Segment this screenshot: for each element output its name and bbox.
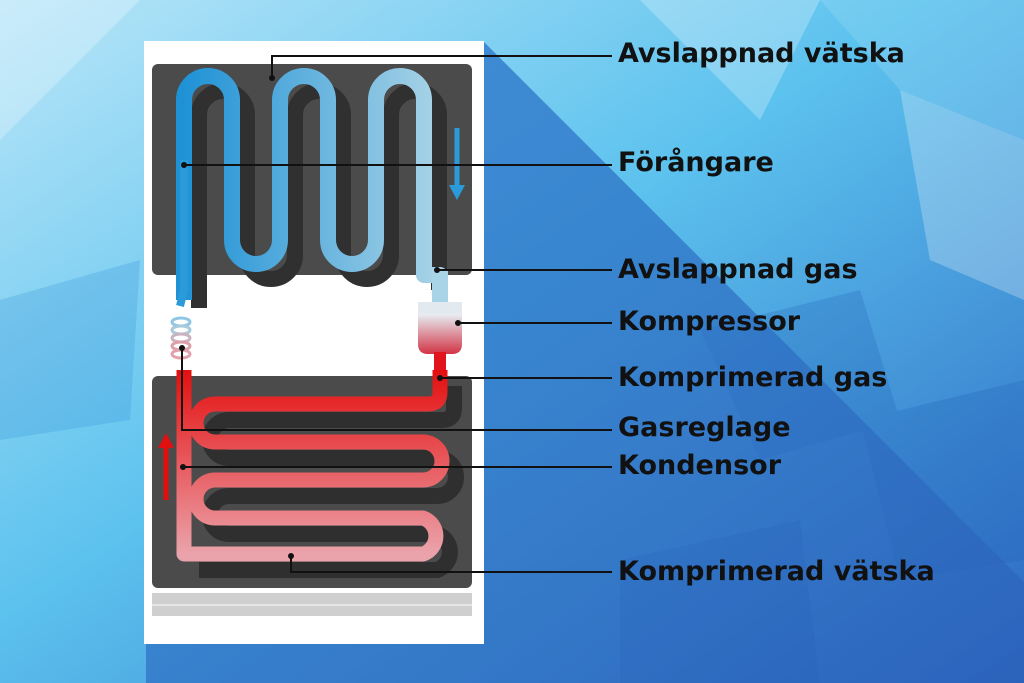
- leader-gasreglage: [181, 348, 612, 431]
- hot-flow-arrowhead-icon: [158, 433, 174, 448]
- bottom-grill-line: [152, 604, 472, 606]
- label-forangare: Förångare: [618, 147, 774, 178]
- condenser-coil: [176, 370, 450, 562]
- evaporator-coil: [176, 68, 448, 300]
- leader-lines: [181, 55, 612, 573]
- leader-dots: [179, 75, 461, 559]
- compressor-body: [418, 314, 462, 354]
- fridge-shadow: [146, 42, 1024, 683]
- label-avslappnad-gas: Avslappnad gas: [618, 254, 858, 285]
- cold-flow-arrowhead-icon: [449, 185, 465, 200]
- label-kompressor: Kompressor: [618, 306, 801, 337]
- label-gasreglage: Gasreglage: [618, 412, 791, 443]
- capillary-coil: [170, 316, 192, 360]
- compressor-connector: [432, 270, 448, 308]
- label-avslappnad-vatska: Avslappnad vätska: [618, 38, 905, 69]
- compressor-cap: [418, 302, 462, 314]
- leader-komprimerad-vatska: [290, 556, 612, 573]
- label-kondensor: Kondensor: [618, 450, 782, 481]
- evaporator-outlet-pipe: [176, 160, 188, 307]
- leader-avslappnad-vatska: [271, 55, 612, 78]
- label-komprimerad-gas: Komprimerad gas: [618, 362, 888, 393]
- label-komprimerad-vatska: Komprimerad vätska: [618, 556, 935, 587]
